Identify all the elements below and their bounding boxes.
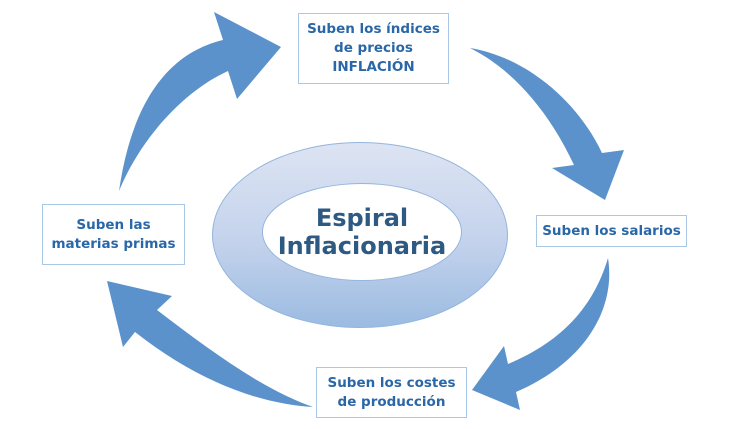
node-materials-line2: materias primas [51, 235, 176, 252]
curved-arrow-top-to-right-icon [470, 48, 624, 200]
center-ellipse: Espiral Inflacionaria [262, 183, 462, 281]
node-costs-line2: de producción [337, 393, 446, 410]
diagram-title-line1: Espiral [315, 203, 409, 232]
node-production-costs: Suben los costes de producción [316, 367, 467, 418]
diagram-title-line2: Inflacionaria [277, 232, 447, 260]
curved-arrow-right-to-bottom-icon [472, 258, 610, 410]
curved-arrow-left-to-top-icon [119, 12, 281, 191]
node-materials-line1: Suben las [76, 216, 151, 233]
curved-arrow-bottom-to-left-icon [107, 281, 313, 407]
node-costs-line1: Suben los costes [327, 374, 456, 391]
node-salaries-line1: Suben los salarios [542, 222, 681, 239]
node-prices-line2: de precios [334, 40, 413, 56]
diagram-title: Espiral Inflacionaria [278, 204, 446, 261]
node-prices-inflation: Suben los índices de precios INFLACIÓN [298, 13, 449, 84]
node-prices-line1: Suben los índices [307, 21, 440, 37]
node-prices-line3: INFLACIÓN [332, 59, 415, 75]
node-raw-materials: Suben las materias primas [42, 204, 185, 265]
node-salaries: Suben los salarios [536, 215, 687, 247]
